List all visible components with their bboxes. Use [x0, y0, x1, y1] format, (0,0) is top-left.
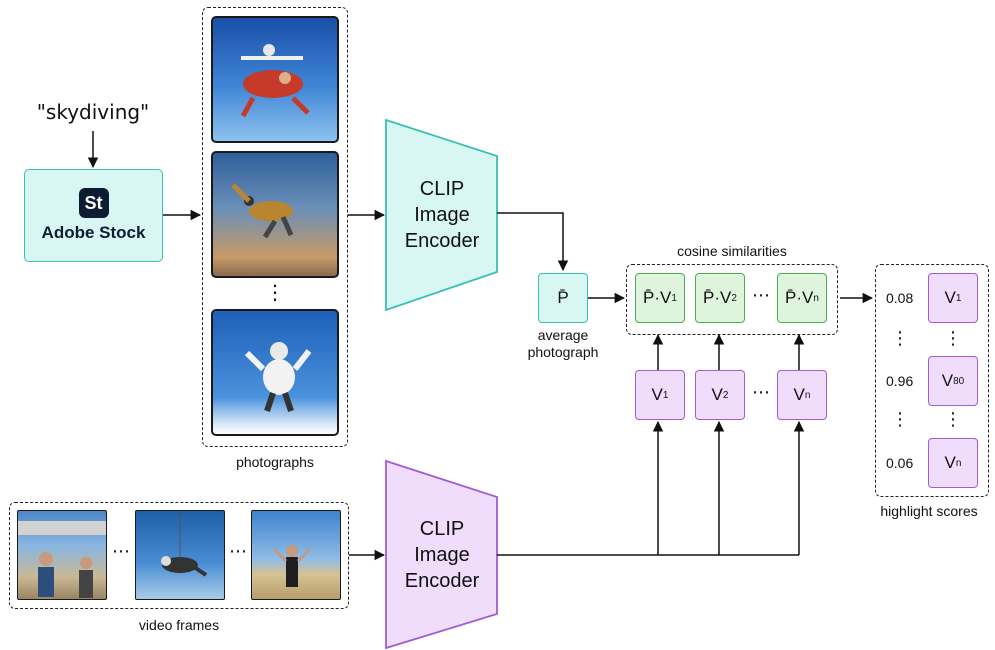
highlight-vector-ellipsis-2: ⋮ [944, 409, 962, 429]
frame-vector-ellipsis: ⋯ [752, 382, 770, 402]
video-frames-group [9, 502, 349, 609]
highlight-vector-1-text: V [944, 288, 956, 307]
search-query: "skydiving" [36, 100, 150, 124]
similarity-1-text: P̄·V [643, 288, 672, 307]
frame-vector-2-sub: 2 [722, 389, 729, 401]
average-caption-line2: photograph [527, 344, 599, 360]
similarity-ellipsis: ⋯ [752, 285, 770, 305]
cosine-similarities-group [626, 264, 838, 335]
clip-encoder-bottom-shape [385, 459, 498, 650]
photo-skydiver-thumbsup-figure [244, 342, 312, 412]
similarity-1-sub: 1 [671, 292, 677, 304]
highlight-vector-n-text: V [944, 453, 956, 472]
video-frame-2 [135, 510, 225, 600]
clip-encoder-bottom-label: CLIP Image Encoder [397, 516, 487, 594]
encoder-top-line2: Image [414, 204, 470, 226]
frame-vector-1-text: V [651, 385, 663, 404]
video-frames-caption: video frames [138, 617, 220, 633]
video-frame-2-figures [161, 511, 208, 577]
frame-vector-2-text: V [711, 385, 723, 404]
highlight-score-n: 0.06 [886, 455, 914, 471]
highlight-vector-80-sub: 80 [953, 375, 965, 387]
photographs-caption: photographs [236, 454, 314, 470]
encoder-top-line3: Encoder [404, 230, 480, 252]
highlight-scores-group [875, 264, 989, 497]
average-caption-line1: average [537, 327, 589, 343]
photo-skydiving-pair-figure [240, 44, 310, 118]
highlight-vector-1-sub: 1 [955, 292, 962, 304]
clip-encoder-top-label: CLIP Image Encoder [397, 176, 487, 254]
encoder-bottom-line3: Encoder [404, 570, 480, 592]
highlight-scores-caption: highlight scores [880, 503, 978, 519]
photo-skydiver-sunset-figure [231, 183, 294, 239]
highlight-score-ellipsis-1: ⋮ [891, 328, 909, 348]
adobe-stock-box: St Adobe Stock [24, 169, 163, 262]
highlight-vector-80-text: V [941, 371, 954, 390]
video-frame-3 [251, 510, 341, 600]
frame-vector-1-sub: 1 [662, 389, 669, 401]
cosine-similarities-caption: cosine similarities [677, 243, 787, 259]
video-frame-3-figures [272, 545, 312, 587]
highlight-score-1: 0.08 [886, 290, 914, 306]
frame-vector-n-text: V [793, 385, 805, 404]
highlight-vector-n-sub: n [955, 457, 962, 469]
highlight-vector-ellipsis-1: ⋮ [944, 328, 962, 348]
adobe-stock-label: Adobe Stock [41, 223, 146, 242]
encoder-bottom-line1: CLIP [419, 518, 465, 540]
similarity-2-text: P̄·V [703, 288, 732, 307]
video-ellipsis-1: ⋯ [112, 541, 130, 561]
average-photograph-node: P̄ [538, 273, 588, 323]
adobe-stock-logo-icon: St [78, 188, 109, 218]
similarity-n-sub: n [813, 292, 819, 304]
highlight-score-80: 0.96 [886, 373, 914, 389]
average-photograph-caption: average photograph [508, 327, 618, 361]
similarity-2-sub: 2 [731, 292, 737, 304]
photographs-ellipsis: ⋮ [265, 282, 285, 304]
photo-skydiving-pair [211, 16, 339, 143]
encoder-bottom-line2: Image [414, 544, 470, 566]
photo-skydiver-thumbsup [211, 309, 339, 436]
similarity-n-text: P̄·V [785, 288, 814, 307]
clip-encoder-top-shape [385, 118, 498, 312]
photo-skydiver-sunset [211, 151, 339, 278]
encoder-top-line1: CLIP [419, 178, 465, 200]
video-frame-1-figures [18, 521, 106, 598]
highlight-score-ellipsis-2: ⋮ [891, 409, 909, 429]
photographs-group [202, 7, 348, 447]
video-frame-1 [17, 510, 107, 600]
frame-vector-n-sub: n [804, 389, 811, 401]
video-ellipsis-2: ⋯ [229, 541, 247, 561]
